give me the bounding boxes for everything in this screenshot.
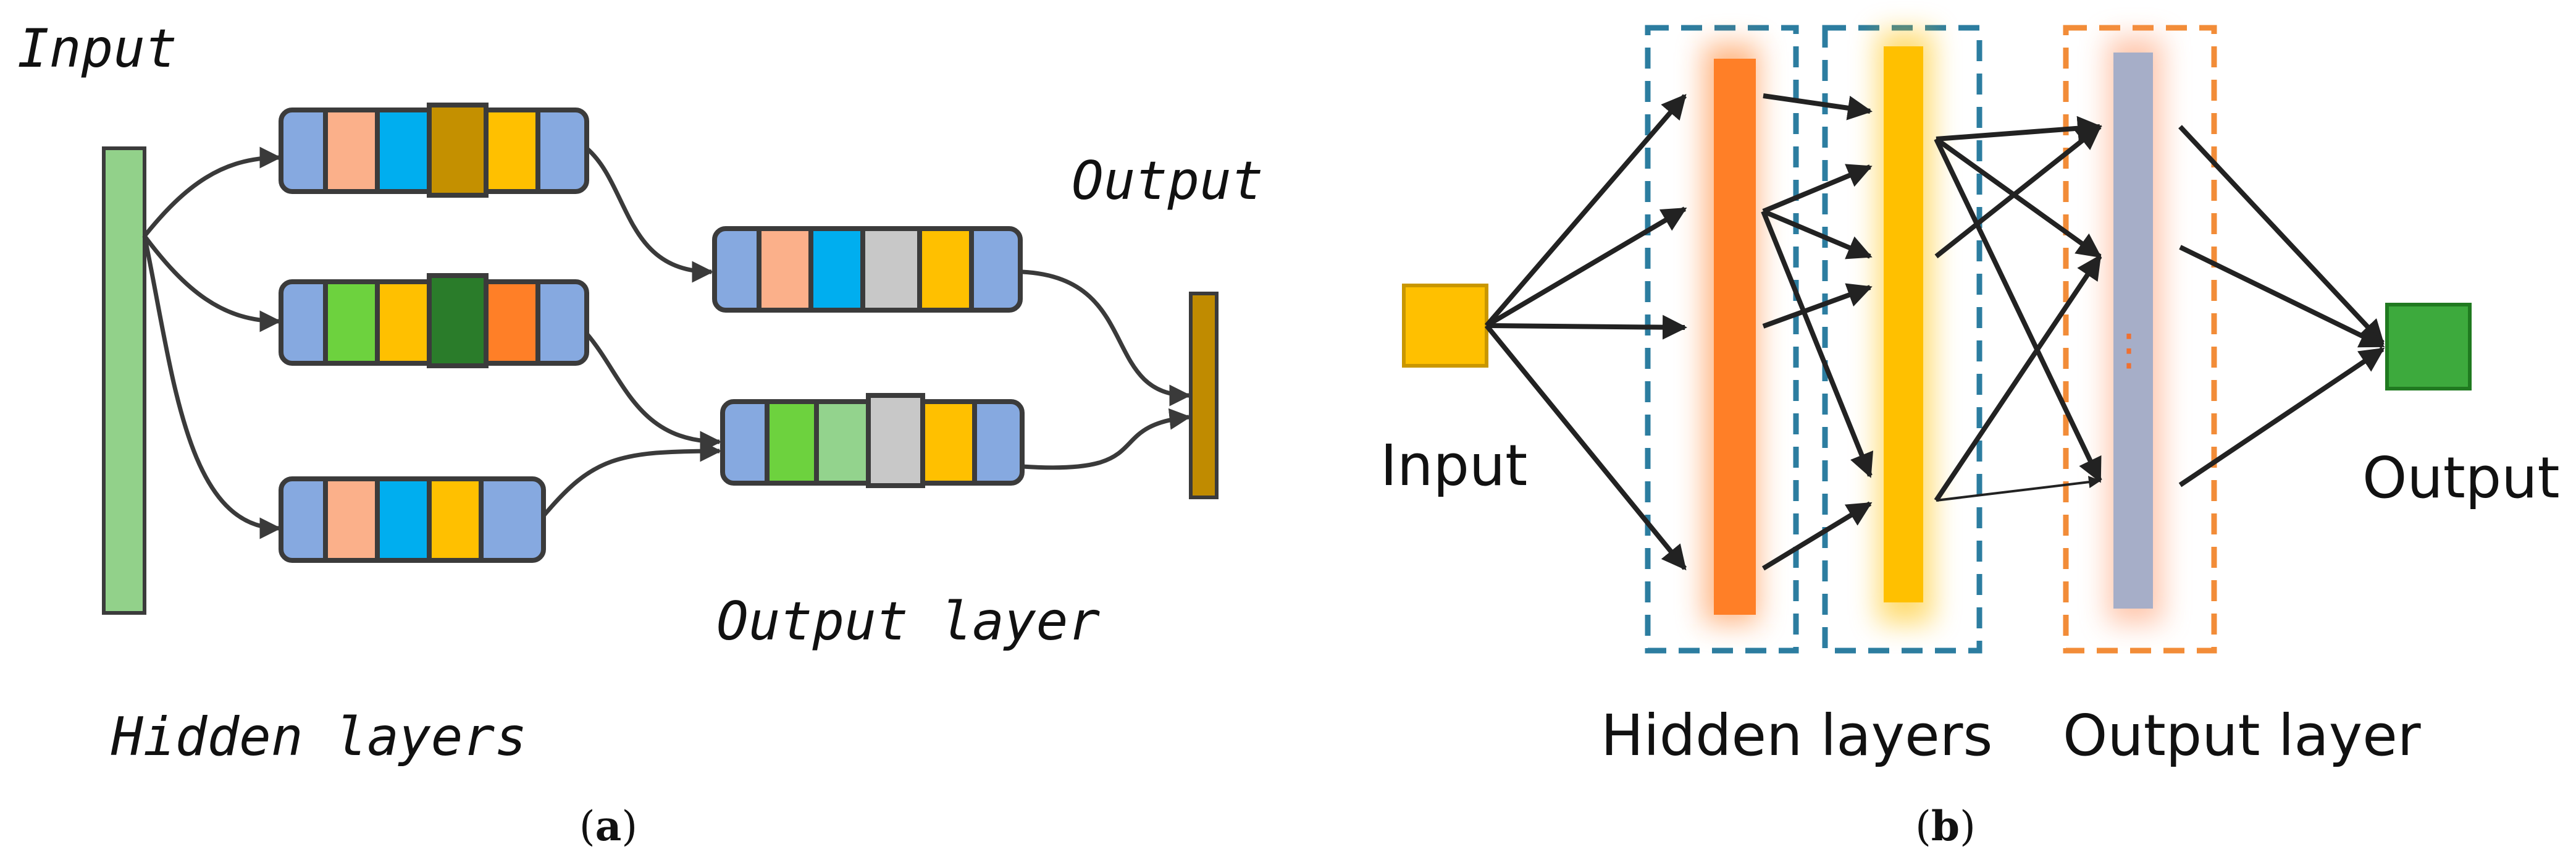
panel-b-arrows (1484, 93, 2385, 571)
output-layer-vector-1 (712, 226, 1023, 313)
panel-b-output-layer-label: Output layer (2063, 703, 2421, 769)
hidden-layer-1-cell (323, 108, 380, 194)
arrow-h2-to-out (1934, 137, 2102, 259)
hidden-layer-3 (279, 476, 546, 563)
output-vector-1-cell (860, 226, 922, 313)
panel-b-input-label: Input (1380, 432, 1527, 499)
arrow-h2-to-out (1934, 124, 2102, 259)
arrow-out-to-output (2179, 245, 2385, 348)
panel-b-caption: (b) (1915, 802, 1976, 850)
output-vector-1-cell (757, 226, 813, 313)
arrow-h2-to-out (1934, 138, 2102, 483)
hidden-layer-3-cell (427, 476, 484, 563)
panel-a-connectors (142, 146, 1191, 539)
connector-hidden1-to-out1 (585, 146, 714, 283)
hidden-layer-1-cell (427, 103, 489, 198)
connector-input-to-hidden1 (143, 146, 282, 238)
connector-out2-to-output (1022, 408, 1191, 470)
hidden-layer-1-box (1645, 25, 1799, 654)
arrow-input-to-h1 (1484, 324, 1687, 571)
arrow-h1-to-h2 (1763, 93, 1873, 120)
connector-input-to-hidden2 (143, 234, 282, 332)
hidden-layer-1-bar (1714, 59, 1756, 615)
arrow-h1-to-h2 (1761, 501, 1873, 571)
hidden-layer-2 (279, 273, 589, 368)
output-vector-2-cell (866, 393, 925, 488)
panel-a: Input Output Output layer Hidden layers (17, 18, 1264, 850)
panel-a-input-bar (102, 146, 146, 615)
panel-b-hidden-layers-label: Hidden layers (1601, 703, 1992, 769)
arrow-h1-to-h2 (1762, 164, 1873, 214)
arrow-input-to-h1 (1485, 206, 1687, 328)
output-layer-ellipsis: ⋮ (2107, 324, 2150, 375)
hidden-layer-1 (279, 103, 589, 198)
panel-a-hidden-layers-label: Hidden layers (111, 706, 527, 768)
arrow-out-to-output (2178, 125, 2385, 345)
arrow-h1-to-h2 (1761, 210, 1874, 478)
hidden-layer-2-bar (1884, 46, 1923, 602)
arrow-input-to-h1 (1486, 314, 1687, 340)
panel-b-output-node (2385, 303, 2472, 390)
arrow-input-to-h1 (1484, 93, 1687, 327)
hidden-layer-2-cell (427, 273, 489, 368)
panel-a-input-label: Input (17, 18, 177, 80)
connector-hidden3-to-out2 (542, 440, 722, 518)
arrow-h2-to-out (1936, 116, 2102, 141)
hidden-layer-1-cell (375, 108, 432, 194)
panel-b: ⋮ Input Output Hidden layers Output laye… (1380, 25, 2560, 850)
output-layer-bar (2113, 53, 2153, 609)
output-vector-2-cell (765, 399, 819, 486)
output-vector-2-cell (920, 399, 977, 486)
arrow-out-to-output (2178, 347, 2385, 487)
panel-b-input-node (1402, 284, 1488, 368)
output-layer-box (2063, 25, 2217, 654)
panel-a-output-label: Output (1072, 150, 1264, 212)
output-vector-1-cell (808, 226, 865, 313)
arrow-h1-to-h2 (1762, 283, 1873, 329)
output-vector-1-cell (917, 226, 974, 313)
output-layer-vector-2 (720, 393, 1025, 488)
arrow-h2-to-out (1936, 476, 2101, 502)
hidden-layer-3-cell (375, 476, 432, 563)
hidden-layer-2-cell (323, 279, 380, 366)
panel-a-output-layer-label: Output layer (716, 591, 1101, 652)
panel-a-caption: (a) (579, 802, 637, 850)
hidden-layer-3-cell (323, 476, 380, 563)
connector-hidden2-to-out2 (585, 332, 722, 453)
panel-a-output-bar (1189, 292, 1219, 499)
hidden-layer-2-cell (375, 279, 432, 366)
connector-input-to-hidden3 (142, 235, 282, 539)
hidden-layer-2-cell (484, 279, 540, 366)
connector-out1-to-output (1022, 269, 1191, 407)
arrow-h2-to-out (1934, 254, 2102, 502)
hidden-layer-1-cell (484, 108, 540, 194)
hidden-layer-2-box (1822, 25, 1982, 654)
output-vector-2-cell (814, 399, 871, 486)
arrow-h1-to-h2 (1762, 209, 1873, 260)
panel-b-output-label: Output (2362, 445, 2560, 511)
